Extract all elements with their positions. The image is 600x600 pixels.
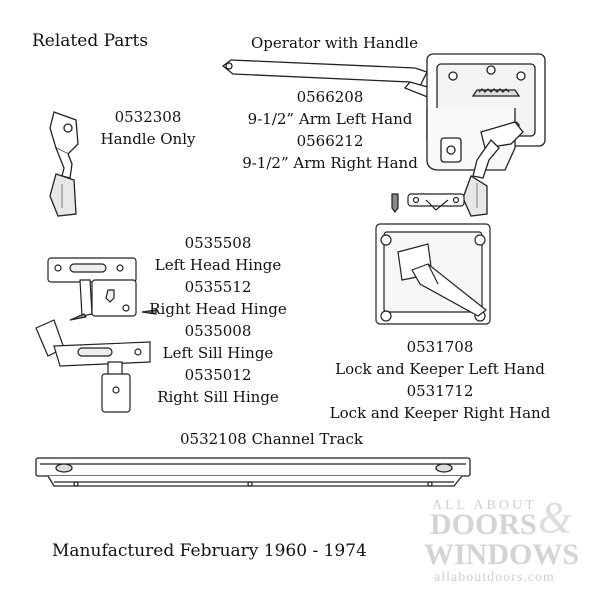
watermark-brand-windows: WINDOWS [424,538,580,571]
left-head-hinge-part-number: 0535508 [184,234,252,252]
right-sill-hinge-description: Right Sill Hinge [157,388,279,406]
handle-part-info: 0532308 Handle Only [88,106,208,150]
lock-left-description: Lock and Keeper Left Hand [335,360,545,378]
left-sill-hinge-description: Left Sill Hinge [162,344,274,362]
lock-right-part-number: 0531712 [406,382,474,400]
lock-left-part-number: 0531708 [406,338,474,356]
page-title: Related Parts [32,31,149,51]
watermark-url: allaboutdoors.com [434,570,555,585]
right-head-hinge-description: Right Head Hinge [149,300,287,318]
operator-with-handle-image [215,48,575,228]
lock-right-description: Lock and Keeper Right Hand [329,404,551,422]
manufactured-note: Manufactured February 1960 - 1974 [52,541,367,561]
watermark-brand-doors: DOORS [430,508,537,541]
handle-only-image [42,108,92,218]
handle-description: Handle Only [100,130,196,148]
operator-right-description: 9-1/2” Arm Right Hand [242,154,418,172]
brand-watermark: ALL ABOUT DOORS & WINDOWS allaboutdoors.… [420,493,590,590]
right-sill-hinge-part-number: 0535012 [184,366,252,384]
watermark-ampersand: & [538,493,573,542]
channel-track-label: 0532108 Channel Track [180,430,364,448]
lock-and-keeper-image [368,188,508,338]
left-head-hinge-description: Left Head Hinge [154,256,282,274]
right-head-hinge-part-number: 0535512 [184,278,252,296]
operator-right-part-number: 0566212 [296,132,364,150]
lock-part-info: 0531708 Lock and Keeper Left Hand 053171… [325,336,555,424]
channel-track-image [34,450,474,496]
left-sill-hinge-part-number: 0535008 [184,322,252,340]
operator-part-info: 0566208 9-1/2” Arm Left Hand 0566212 9-1… [240,86,420,174]
operator-heading: Operator with Handle [251,34,418,52]
watermark-line1: ALL ABOUT [432,498,537,513]
operator-left-description: 9-1/2” Arm Left Hand [247,110,413,128]
hinges-part-info: 0535508 Left Head Hinge 0535512 Right He… [148,232,288,408]
hinges-image [30,250,165,420]
operator-left-part-number: 0566208 [296,88,364,106]
handle-part-number: 0532308 [114,108,182,126]
